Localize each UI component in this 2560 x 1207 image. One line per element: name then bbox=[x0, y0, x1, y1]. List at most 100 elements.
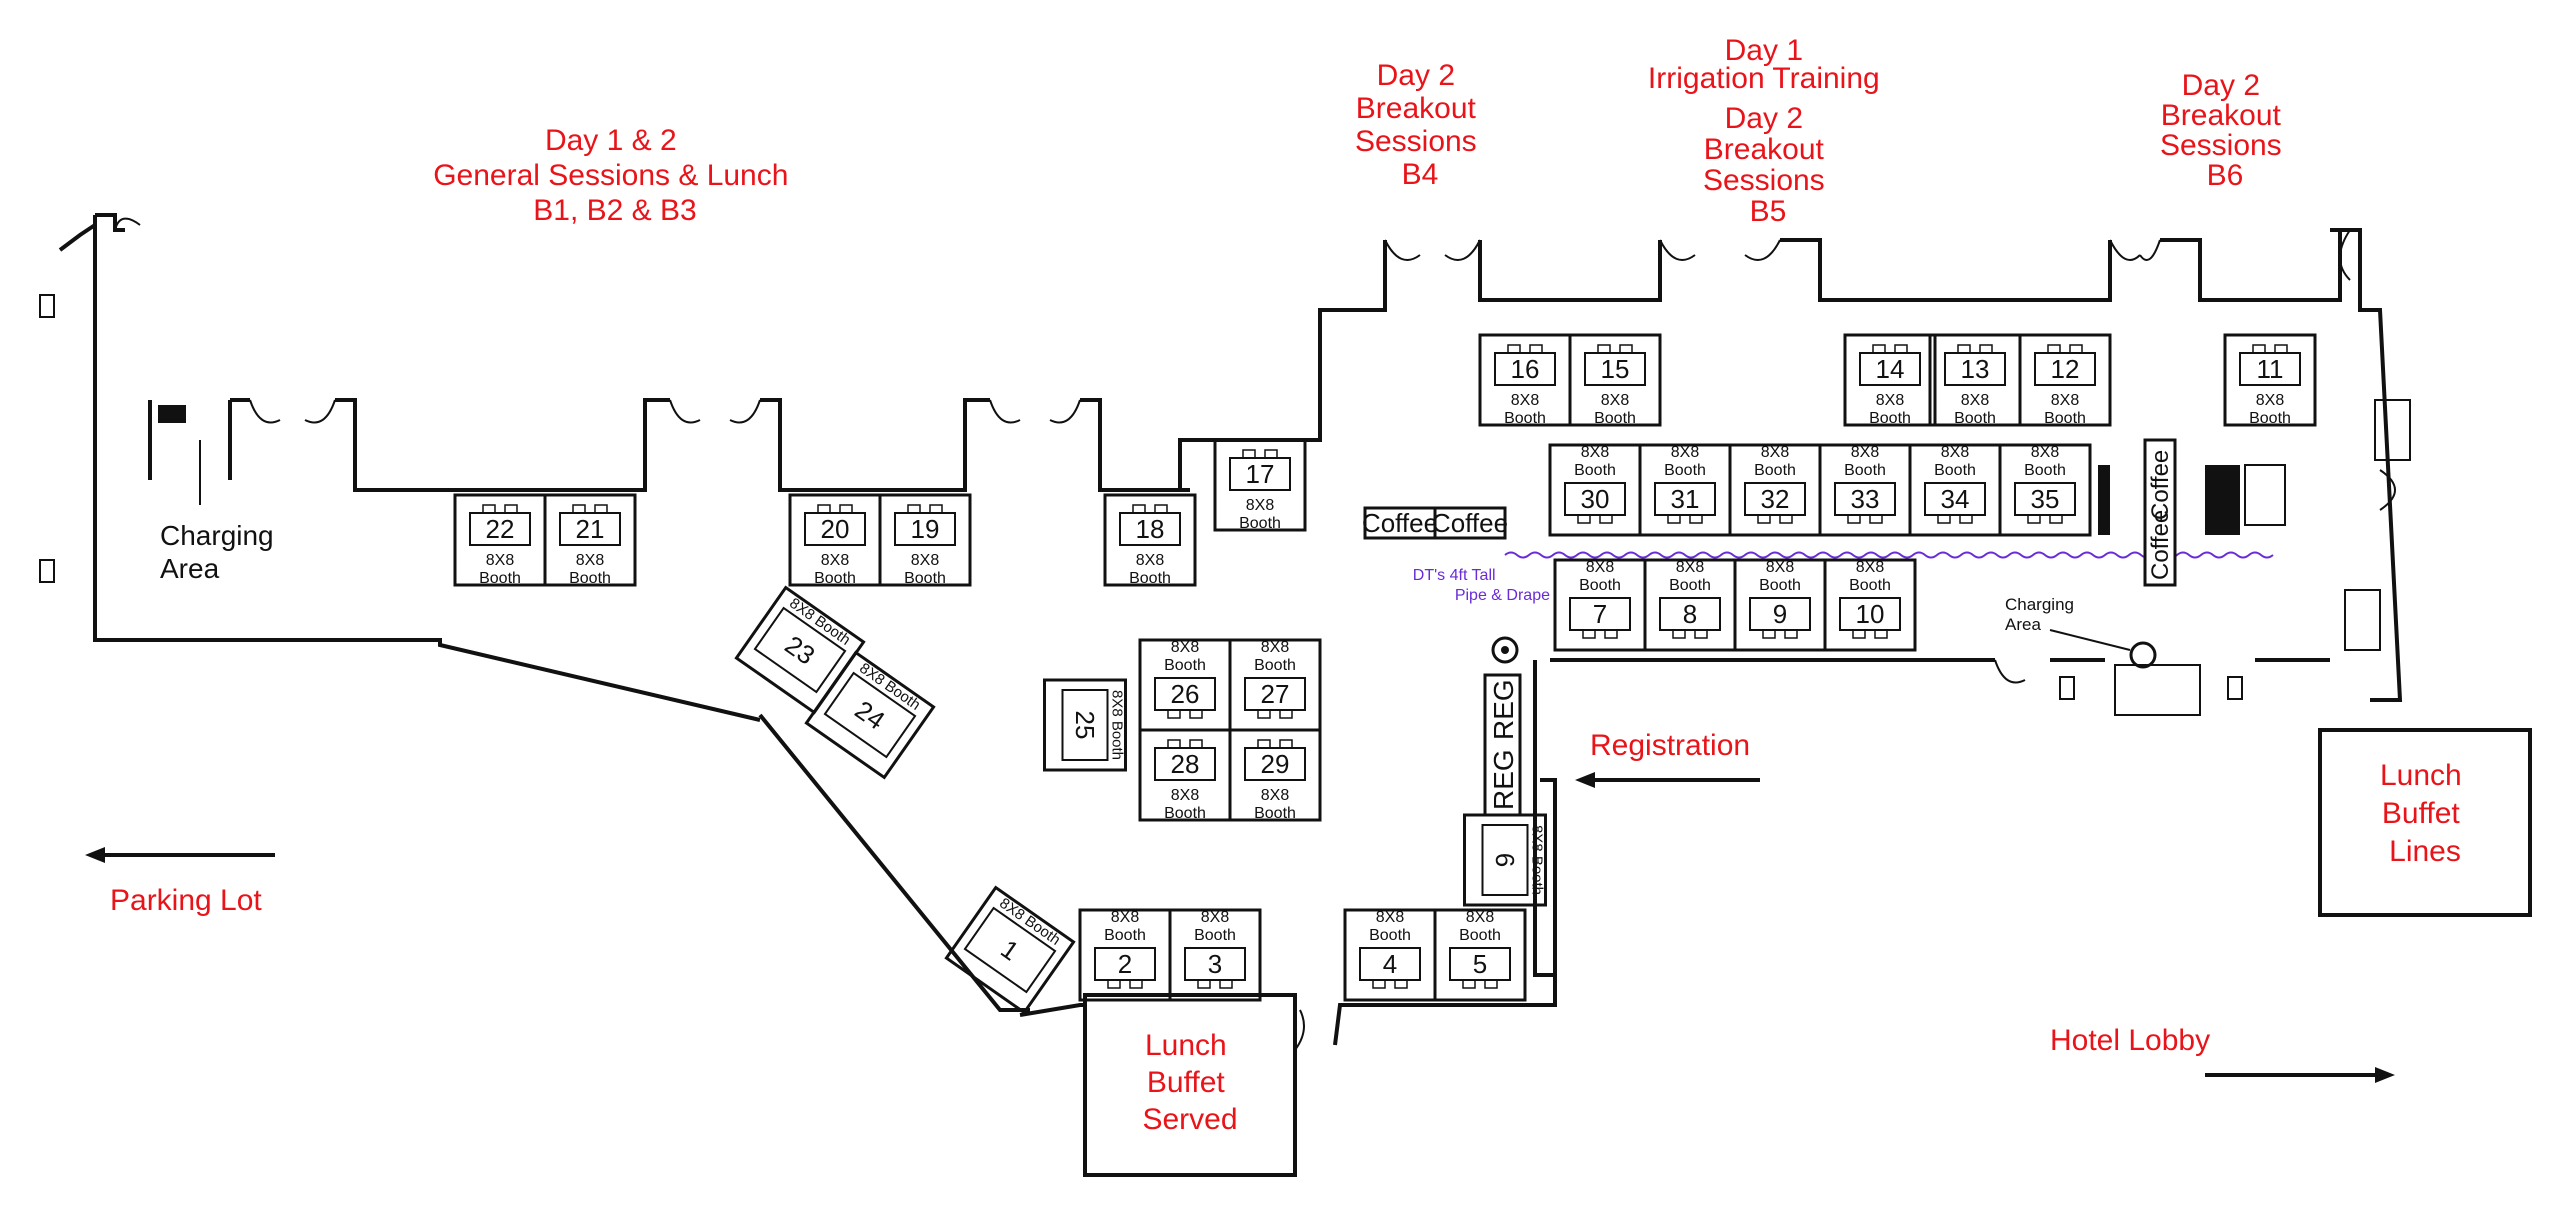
booth-table bbox=[1859, 352, 1921, 386]
charging-station-icon bbox=[158, 405, 186, 423]
booth-table bbox=[804, 512, 866, 546]
charging-right-table bbox=[2114, 664, 2201, 716]
building-walls bbox=[58, 213, 2403, 1051]
chair-icon bbox=[1394, 979, 1408, 989]
chair-icon bbox=[2274, 344, 2288, 354]
booth-table bbox=[1584, 352, 1646, 386]
booth-table bbox=[1359, 947, 1421, 981]
chair-icon bbox=[1257, 739, 1271, 749]
booth-word-label: Booth bbox=[2024, 462, 2066, 479]
chair-icon bbox=[1154, 504, 1168, 514]
chair-icon bbox=[1167, 739, 1181, 749]
booth-outline bbox=[1043, 678, 1127, 772]
booth-table bbox=[1481, 824, 1529, 896]
booth-outline bbox=[1928, 333, 2022, 427]
coffee-table-2 bbox=[1433, 506, 1507, 540]
booth-size-label: 8X8 bbox=[1171, 639, 1200, 656]
chair-icon bbox=[1957, 344, 1971, 354]
booth-size-label: 8X8 bbox=[1586, 559, 1615, 576]
chair-icon bbox=[2047, 344, 2061, 354]
booth-number: 31 bbox=[1671, 484, 1700, 514]
booth-size-label: 8X8 bbox=[1676, 559, 1705, 576]
booth-word-label: Booth bbox=[1579, 577, 1621, 594]
parking-arrow-icon bbox=[85, 847, 105, 863]
column-dot-icon bbox=[1501, 646, 1509, 654]
booth-number: 13 bbox=[1961, 354, 1990, 384]
booth-number: 6 bbox=[1490, 853, 1520, 867]
booth-size-label: 8X8 bbox=[2031, 444, 2060, 461]
chair-icon bbox=[1852, 629, 1866, 639]
chair-icon bbox=[1667, 514, 1681, 524]
coffee-label-1: Coffee bbox=[1362, 508, 1438, 538]
booth-number: 34 bbox=[1941, 484, 1970, 514]
booth-number: 20 bbox=[821, 514, 850, 544]
booth-number: 4 bbox=[1383, 949, 1397, 979]
coffee-label-2: Coffee bbox=[1432, 508, 1508, 538]
booth-outline bbox=[1823, 558, 1917, 652]
booth-size-label: 8X8 bbox=[1601, 392, 1630, 409]
booth-table bbox=[1654, 482, 1716, 516]
booth-table bbox=[1119, 512, 1181, 546]
booth-number: 25 bbox=[1070, 711, 1100, 740]
sofa-2 bbox=[2374, 399, 2411, 461]
booth-size-label: 8X8 bbox=[1961, 392, 1990, 409]
booth-outline bbox=[788, 493, 882, 587]
booth-number: 8 bbox=[1683, 599, 1697, 629]
chair-icon bbox=[1619, 344, 1633, 354]
booth-number: 3 bbox=[1208, 949, 1222, 979]
reg-desk-label-1: REG bbox=[1488, 749, 1519, 810]
pipe-drape-label: DT's 4ft Tall Pipe & Drape bbox=[1413, 567, 1550, 604]
chair-icon bbox=[1529, 344, 1543, 354]
hotel-lobby-arrow-icon bbox=[2375, 1067, 2395, 1083]
booth-table bbox=[1944, 352, 2006, 386]
booth-number: 33 bbox=[1851, 484, 1880, 514]
booth-size-label: 8X8 bbox=[1376, 909, 1405, 926]
chair-icon bbox=[1937, 514, 1951, 524]
booth-table bbox=[1564, 482, 1626, 516]
chair-icon bbox=[1189, 739, 1203, 749]
booth-table bbox=[1834, 482, 1896, 516]
chair-icon bbox=[1894, 344, 1908, 354]
chair-icon bbox=[1242, 449, 1256, 459]
booth-outline bbox=[1463, 813, 1547, 907]
lunch-buffet-served-label: Lunch Buffet Served bbox=[1142, 1029, 1237, 1136]
charging-right-pointer bbox=[2049, 629, 2131, 651]
chair-icon bbox=[1979, 344, 1993, 354]
booth-number: 28 bbox=[1171, 749, 1200, 779]
booth-size-label: 8X8 bbox=[1246, 497, 1275, 514]
